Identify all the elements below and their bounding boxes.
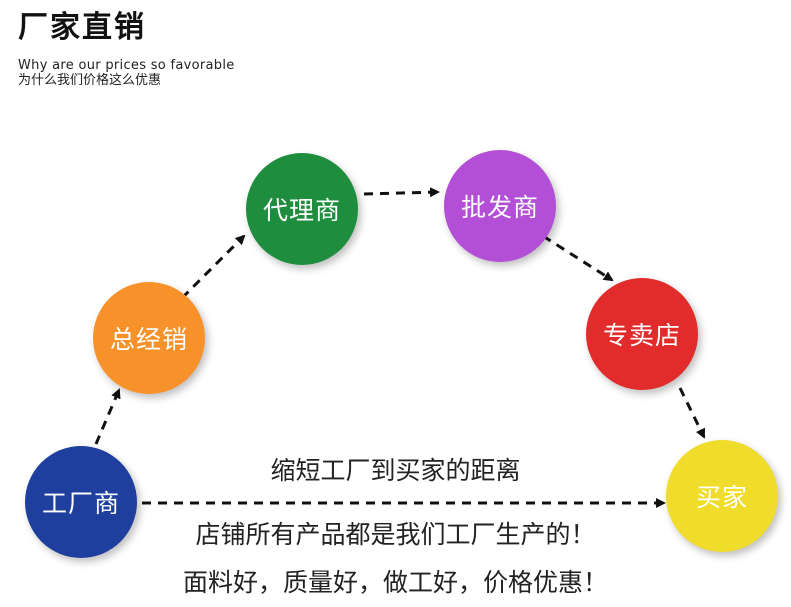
arrow-store-to-buyer [678,387,706,439]
caption-direct-route: 缩短工厂到买家的距离 [270,456,521,485]
subtitle-english: Why are our prices so favorable [18,58,235,73]
subtitle-chinese: 为什么我们价格这么优惠 [18,73,162,88]
arrow-wholesaler-to-store [542,234,614,282]
node-factory: 工厂商 [25,446,137,558]
node-agent: 代理商 [246,153,358,265]
node-wholesaler: 批发商 [444,150,556,262]
node-specialty-store: 专卖店 [586,278,698,390]
arrow-agent-to-wholesaler [363,187,440,198]
arrow-distributor-to-agent [180,234,246,300]
caption-line-1: 店铺所有产品都是我们工厂生产的！ [195,520,596,549]
arrow-factory-to-distributor [94,388,121,445]
caption-line-2: 面料好，质量好，做工好，价格优惠！ [182,568,608,597]
node-buyer: 买家 [666,440,778,552]
page-title: 厂家直销 [18,10,146,45]
node-general-distributor: 总经销 [93,282,205,394]
